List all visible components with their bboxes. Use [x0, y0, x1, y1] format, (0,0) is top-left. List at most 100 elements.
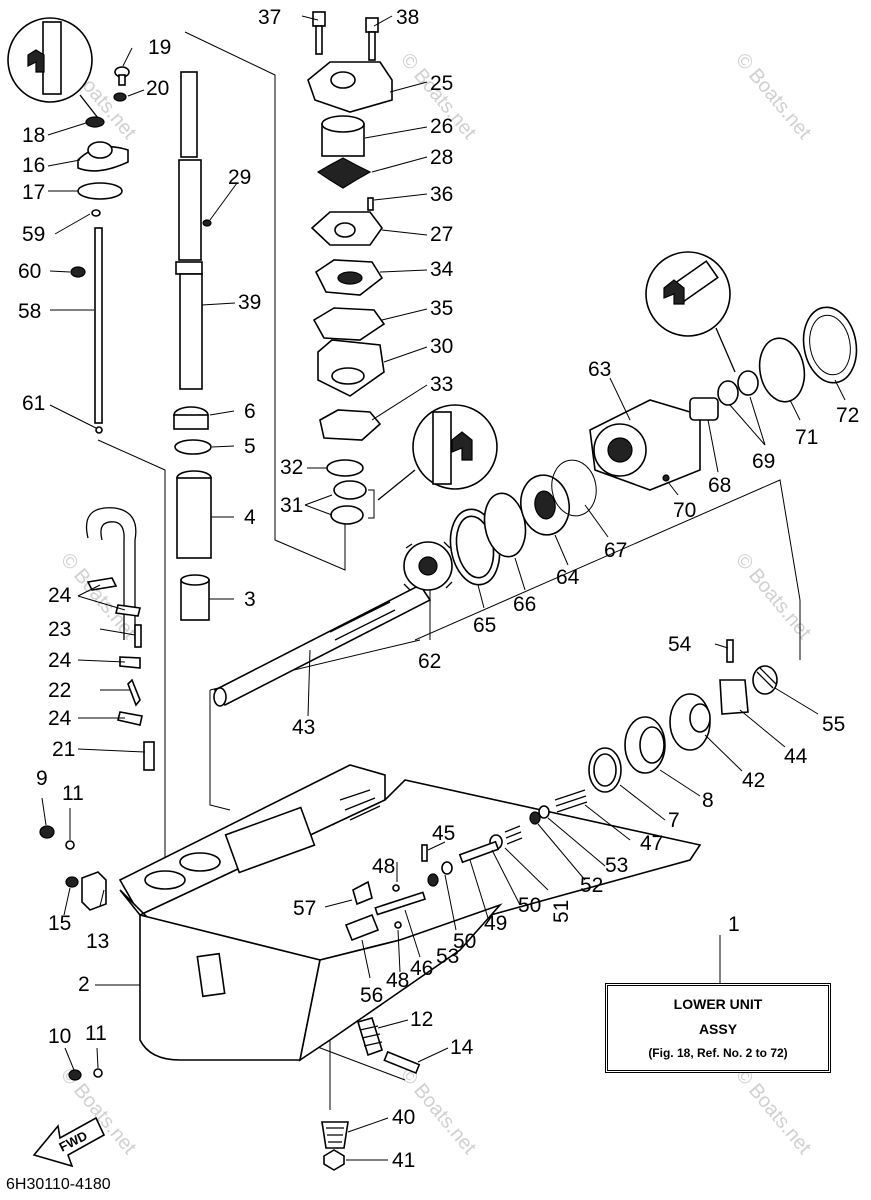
callout-33: 33: [430, 373, 453, 396]
watermark: © Boats.net: [731, 49, 815, 144]
assy-box-title: LOWER UNIT: [673, 996, 763, 1012]
callout-22: 22: [48, 679, 71, 702]
callout-54: 54: [668, 633, 692, 656]
callout-40: 40: [392, 1106, 415, 1129]
callout-50: 50: [453, 930, 476, 953]
callout-67: 67: [604, 539, 627, 562]
callout-5: 5: [244, 435, 256, 458]
shift-plunger-parts: [344, 789, 588, 942]
detail-circle-bearing: [645, 251, 736, 373]
callout-39: 39: [238, 291, 261, 314]
callout-32: 32: [280, 456, 303, 479]
callout-47: 47: [640, 832, 663, 855]
callout-11: 11: [62, 782, 84, 805]
assy-box-reference: (Fig. 18, Ref. No. 2 to 72): [648, 1046, 788, 1060]
reverse-gear-parts: [588, 639, 778, 793]
callout-61: 61: [22, 392, 45, 415]
callout-46: 46: [410, 957, 433, 980]
callout-34: 34: [430, 258, 454, 281]
callout-68: 68: [708, 474, 731, 497]
callout-24: 24: [48, 649, 72, 672]
callout-41: 41: [392, 1149, 415, 1172]
callout-51: 51: [550, 900, 573, 923]
callout-15: 15: [48, 912, 71, 935]
callout-19: 19: [148, 36, 171, 59]
callout-16: 16: [22, 154, 45, 177]
figure-code: 6H30110-4180: [6, 1176, 111, 1193]
callout-57: 57: [293, 897, 316, 920]
callout-26: 26: [430, 115, 453, 138]
callout-59: 59: [22, 223, 45, 246]
callout-48: 48: [372, 855, 395, 878]
callout-18: 18: [22, 124, 45, 147]
callout-13: 13: [86, 930, 109, 953]
assy-box-subtitle: ASSY: [698, 1021, 738, 1037]
callout-12: 12: [410, 1008, 433, 1031]
callout-55: 55: [822, 713, 845, 736]
callout-62: 62: [418, 650, 441, 673]
callout-8: 8: [702, 789, 714, 812]
shift-rod-parts: [70, 66, 130, 434]
callout-35: 35: [430, 297, 453, 320]
callout-24: 24: [48, 584, 72, 607]
callout-23: 23: [48, 618, 71, 641]
water-pump-parts: [307, 11, 393, 525]
propeller-shaft-assembly: [213, 541, 453, 707]
callout-53: 53: [605, 854, 628, 877]
callout-20: 20: [146, 77, 169, 100]
watermark: © Boats.net: [731, 549, 815, 644]
callout-37: 37: [258, 6, 281, 29]
callout-1: 1: [728, 913, 740, 936]
callout-38: 38: [396, 6, 419, 29]
callout-24: 24: [48, 707, 72, 730]
propeller-shaft-bearings: [449, 306, 858, 586]
callout-45: 45: [432, 822, 455, 845]
drive-shaft: [173, 71, 212, 621]
callout-71: 71: [795, 426, 818, 449]
callout-21: 21: [52, 738, 75, 761]
callout-leaders: [41, 15, 846, 1161]
callout-2: 2: [78, 973, 90, 996]
callout-66: 66: [513, 593, 536, 616]
callout-10: 10: [48, 1025, 71, 1048]
callout-6: 6: [244, 400, 256, 423]
callout-72: 72: [836, 404, 859, 427]
lower-unit-housing: [118, 764, 702, 1062]
callout-69: 69: [752, 450, 775, 473]
detail-circle-seal: [377, 404, 498, 501]
callout-64: 64: [556, 566, 580, 589]
callout-29: 29: [228, 166, 251, 189]
water-hoses: [86, 507, 155, 771]
pinion-and-nut: [321, 1121, 349, 1171]
callout-53: 53: [436, 945, 459, 968]
callout-9: 9: [36, 767, 48, 790]
callout-63: 63: [588, 358, 611, 381]
callout-50: 50: [518, 894, 541, 917]
callout-44: 44: [784, 745, 808, 768]
callout-49: 49: [484, 912, 507, 935]
callout-28: 28: [430, 146, 453, 169]
callout-58: 58: [18, 300, 41, 323]
callout-labels: 37 38 19 20 25 26 18 28 16 29 17 36 59 2…: [18, 6, 859, 1172]
callout-36: 36: [430, 183, 453, 206]
lower-unit-assy-box: LOWER UNIT ASSY (Fig. 18, Ref. No. 2 to …: [605, 983, 831, 1073]
watermark: © Boats.net: [731, 1064, 815, 1159]
callout-70: 70: [673, 499, 696, 522]
callout-60: 60: [18, 260, 41, 283]
callout-3: 3: [244, 588, 256, 611]
callout-30: 30: [430, 335, 453, 358]
callout-31: 31: [280, 494, 303, 517]
callout-65: 65: [473, 614, 496, 637]
forward-arrow: FWD: [32, 1116, 106, 1168]
callout-42: 42: [742, 769, 765, 792]
callout-25: 25: [430, 72, 453, 95]
callout-7: 7: [668, 809, 680, 832]
callout-27: 27: [430, 223, 453, 246]
callout-56: 56: [360, 984, 383, 1007]
callout-11: 11: [85, 1022, 107, 1045]
callout-17: 17: [22, 181, 45, 204]
callout-14: 14: [450, 1036, 474, 1059]
callout-48: 48: [386, 969, 409, 992]
callout-52: 52: [580, 874, 603, 897]
